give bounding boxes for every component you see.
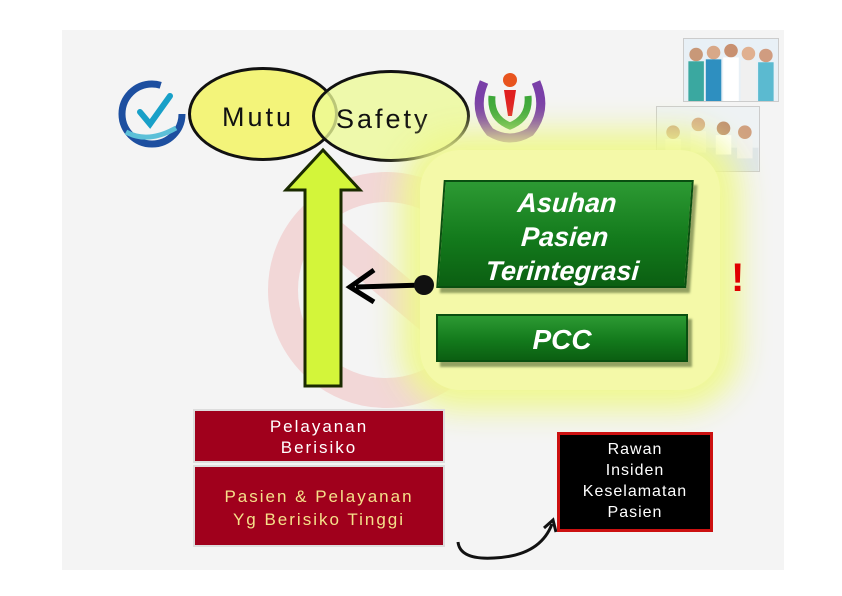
rawan-line: Pasien (607, 504, 663, 521)
rawan-line: Keselamatan (582, 483, 688, 500)
pelayanan-line: Pelayanan (269, 417, 369, 436)
pasien-pelayanan-box: Pasien & Pelayanan Yg Berisiko Tinggi (193, 465, 445, 547)
patient-safety-logo-icon (474, 73, 546, 143)
pcc-box: PCC (436, 314, 688, 362)
pasien-line: Pasien & Pelayanan (224, 487, 414, 506)
curved-arrow (456, 517, 558, 560)
up-arrow (282, 147, 364, 388)
rawan-insiden-box: Rawan Insiden Keselamatan Pasien (557, 432, 713, 532)
alert-mark: ! (731, 256, 745, 300)
safety-label: Safety (336, 104, 431, 134)
rawan-line: Insiden (605, 462, 665, 479)
medical-staff-photo (683, 38, 779, 102)
pelayanan-berisiko-box: Pelayanan Berisiko (193, 409, 445, 463)
connector-arrow (345, 267, 434, 305)
pcc-label: PCC (532, 324, 592, 355)
pelayanan-line: Berisiko (280, 438, 358, 457)
quality-logo-icon (118, 80, 186, 148)
mutu-label: Mutu (222, 102, 295, 132)
safety-ellipse (312, 70, 470, 162)
rawan-line: Rawan (607, 441, 663, 458)
pasien-line: Yg Berisiko Tinggi (232, 510, 406, 529)
